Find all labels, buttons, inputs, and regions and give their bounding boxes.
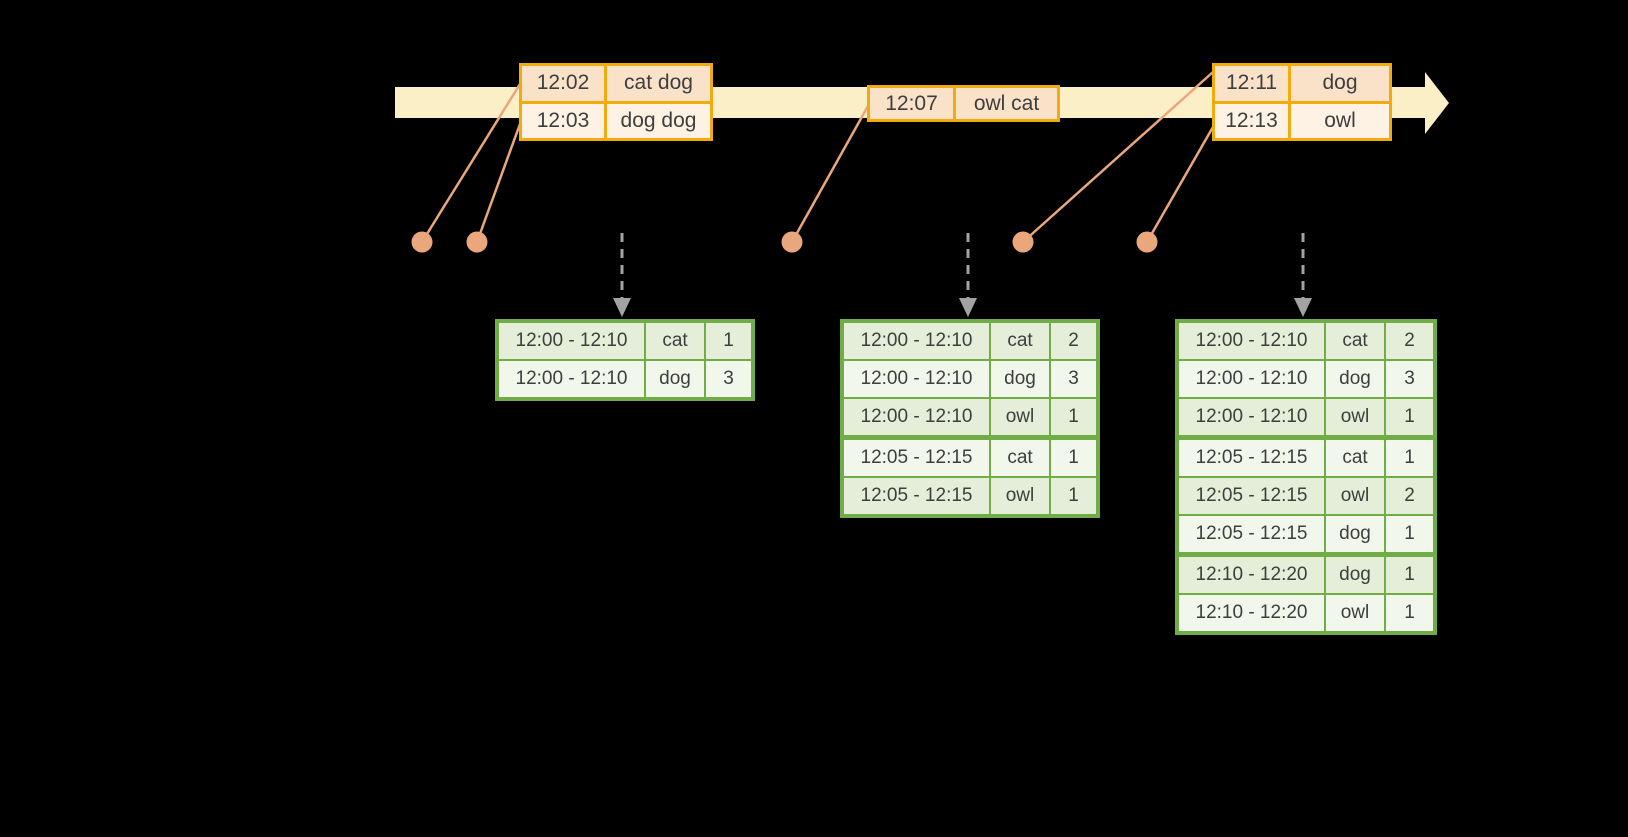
event-dot-5	[1136, 231, 1158, 253]
word-cell: dog	[991, 361, 1049, 397]
window-cell: 12:00 - 12:10	[1179, 361, 1324, 397]
window-cell: 12:00 - 12:10	[499, 323, 644, 359]
count-cell: 1	[1386, 440, 1433, 476]
connector-line-5	[1145, 126, 1215, 243]
trigger-arrowhead-icon	[1294, 298, 1312, 317]
word-cell: dog	[1326, 361, 1384, 397]
word-cell: owl	[991, 399, 1049, 435]
time-cell: 12:02	[522, 66, 604, 101]
count-cell: 1	[1051, 440, 1096, 476]
word-cell: owl	[1326, 595, 1384, 631]
window-cell: 12:00 - 12:10	[499, 361, 644, 397]
count-cell: 2	[1051, 323, 1096, 359]
window-cell: 12:05 - 12:15	[844, 440, 989, 476]
window-cell: 12:00 - 12:10	[844, 323, 989, 359]
word-cell: owl	[1326, 399, 1384, 435]
word-cell: owl	[1326, 478, 1384, 514]
window-cell: 12:05 - 12:15	[1179, 440, 1324, 476]
words-cell: dog	[1291, 66, 1389, 101]
event-dot-3	[781, 231, 803, 253]
count-cell: 3	[1386, 361, 1433, 397]
count-cell: 1	[1386, 516, 1433, 552]
connector-line-4	[1022, 71, 1214, 243]
window-cell: 12:05 - 12:15	[1179, 478, 1324, 514]
word-cell: cat	[991, 323, 1049, 359]
count-cell: 1	[1051, 399, 1096, 435]
word-cell: dog	[1326, 557, 1384, 593]
trigger-arrow-3	[1294, 233, 1312, 317]
connector-line-2	[475, 123, 522, 243]
timeline-arrowhead-icon	[1425, 72, 1449, 134]
event-dot-1	[411, 231, 433, 253]
words-cell: dog dog	[607, 103, 710, 138]
window-cell: 12:10 - 12:20	[1179, 557, 1324, 593]
time-cell: 12:13	[1215, 103, 1288, 138]
words-cell: owl cat	[956, 88, 1057, 119]
word-cell: dog	[1326, 516, 1384, 552]
trigger-arrow-1	[613, 233, 631, 317]
time-cell: 12:03	[522, 103, 604, 138]
connector-line-3	[790, 105, 870, 243]
trigger-arrowhead-icon	[613, 298, 631, 317]
count-cell: 3	[706, 361, 751, 397]
event-dot-4	[1012, 231, 1034, 253]
time-cell: 12:07	[870, 88, 953, 119]
count-cell: 2	[1386, 323, 1433, 359]
words-cell: cat dog	[607, 66, 710, 101]
window-cell: 12:10 - 12:20	[1179, 595, 1324, 631]
event-dot-2	[466, 231, 488, 253]
window-cell: 12:00 - 12:10	[1179, 323, 1324, 359]
window-cell: 12:00 - 12:10	[1179, 399, 1324, 435]
word-cell: dog	[646, 361, 704, 397]
window-cell: 12:05 - 12:15	[1179, 516, 1324, 552]
window-cell: 12:00 - 12:10	[844, 399, 989, 435]
window-cell: 12:00 - 12:10	[844, 361, 989, 397]
connector-line-1	[420, 83, 522, 243]
word-cell: owl	[991, 478, 1049, 514]
word-cell: cat	[991, 440, 1049, 476]
words-cell: owl	[1291, 103, 1389, 138]
trigger-arrowhead-icon	[959, 298, 977, 317]
word-cell: cat	[646, 323, 704, 359]
count-cell: 1	[706, 323, 751, 359]
word-cell: cat	[1326, 440, 1384, 476]
count-cell: 1	[1051, 478, 1096, 514]
count-cell: 3	[1051, 361, 1096, 397]
count-cell: 1	[1386, 399, 1433, 435]
count-cell: 1	[1386, 595, 1433, 631]
time-cell: 12:11	[1215, 66, 1288, 101]
count-cell: 1	[1386, 557, 1433, 593]
window-cell: 12:05 - 12:15	[844, 478, 989, 514]
count-cell: 2	[1386, 478, 1433, 514]
trigger-arrow-2	[959, 233, 977, 317]
word-cell: cat	[1326, 323, 1384, 359]
